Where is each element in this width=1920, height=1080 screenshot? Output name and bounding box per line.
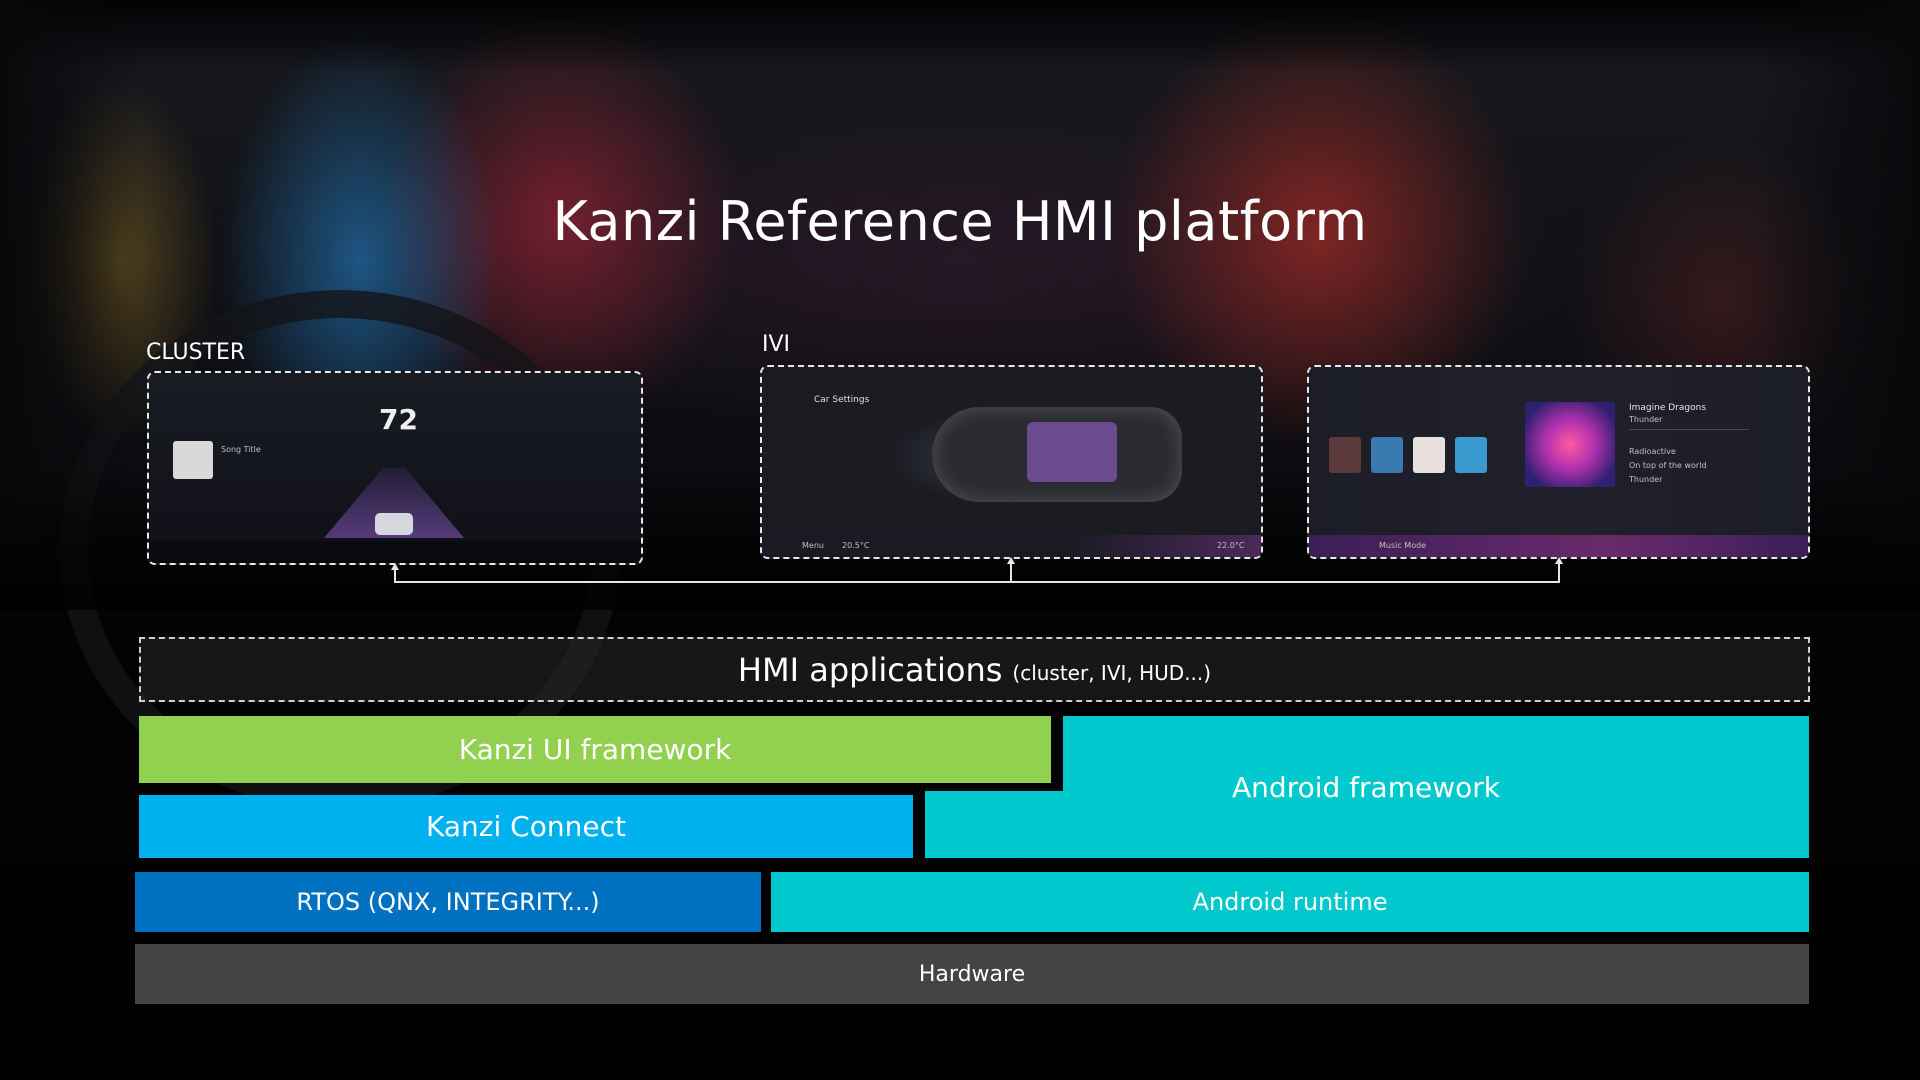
cluster-screen: Song Title 72 xyxy=(147,371,643,565)
connector-media xyxy=(1558,562,1560,582)
track-name: Thunder xyxy=(1629,415,1663,424)
ivi-label: IVI xyxy=(762,332,791,357)
album-thumbnail xyxy=(173,441,213,479)
page-title: Kanzi Reference HMI platform xyxy=(552,190,1368,253)
album-art-1 xyxy=(1329,437,1361,473)
music-mode-label: Music Mode xyxy=(1379,541,1427,550)
kanzi-connect-layer: Kanzi Connect xyxy=(139,795,913,858)
speed-readout: 72 xyxy=(379,403,418,436)
android-framework-layer: Android framework xyxy=(1063,716,1809,858)
menu-label: Menu xyxy=(802,541,824,550)
rtos-layer: RTOS (QNX, INTEGRITY...) xyxy=(135,872,761,932)
android-framework-label: Android framework xyxy=(1232,770,1500,804)
kanzi-connect-label: Kanzi Connect xyxy=(426,810,626,843)
hardware-label: Hardware xyxy=(918,961,1026,987)
ivi-screen: Car Settings Menu 20.5°C 22.0°C xyxy=(760,365,1263,559)
cluster-status-bar xyxy=(149,541,641,563)
now-playing-art xyxy=(1525,402,1615,487)
kanzi-ui-framework-label: Kanzi UI framework xyxy=(458,733,732,766)
playlist-item-1: Radioactive xyxy=(1629,447,1676,456)
arrow-up-icon xyxy=(1555,557,1563,564)
android-runtime-layer: Android runtime xyxy=(771,872,1809,932)
connector-ivi xyxy=(1010,562,1012,582)
media-screen: Imagine Dragons Thunder Radioactive On t… xyxy=(1307,365,1810,559)
album-art-3 xyxy=(1413,437,1445,473)
arrow-up-icon xyxy=(391,563,399,570)
rtos-label: RTOS (QNX, INTEGRITY...) xyxy=(296,888,600,916)
temp-left: 20.5°C xyxy=(842,541,870,550)
ego-car-icon xyxy=(375,513,413,535)
cluster-label: CLUSTER xyxy=(146,340,246,365)
artist-name: Imagine Dragons xyxy=(1629,403,1707,413)
car-settings-heading: Car Settings xyxy=(814,395,870,405)
left-pillar-shadow xyxy=(0,0,140,560)
progress-line xyxy=(1629,429,1749,430)
car-roof-shadow xyxy=(0,0,1920,70)
playlist-item-3: Thunder xyxy=(1629,475,1663,484)
connector-cluster xyxy=(394,568,396,582)
android-runtime-label: Android runtime xyxy=(1192,888,1388,916)
hmi-applications-sublabel: (cluster, IVI, HUD...) xyxy=(1012,660,1212,685)
ivi-status-bar: Menu 20.5°C 22.0°C xyxy=(762,535,1261,557)
kanzi-ui-framework-layer: Kanzi UI framework xyxy=(139,716,1051,783)
hmi-applications-layer: HMI applications (cluster, IVI, HUD...) xyxy=(139,637,1810,702)
temp-right: 22.0°C xyxy=(1217,541,1245,550)
album-art-2 xyxy=(1371,437,1403,473)
album-art-4 xyxy=(1455,437,1487,473)
playlist-item-2: On top of the world xyxy=(1629,461,1707,470)
song-title: Song Title xyxy=(221,445,261,454)
connector-horizontal xyxy=(394,581,1560,583)
android-framework-extension xyxy=(925,791,1063,858)
hardware-layer: Hardware xyxy=(135,944,1809,1004)
car-roof-highlight xyxy=(1027,422,1117,482)
hmi-applications-label: HMI applications xyxy=(737,650,1003,689)
arrow-up-icon xyxy=(1007,557,1015,564)
media-status-bar: Music Mode xyxy=(1309,535,1808,557)
